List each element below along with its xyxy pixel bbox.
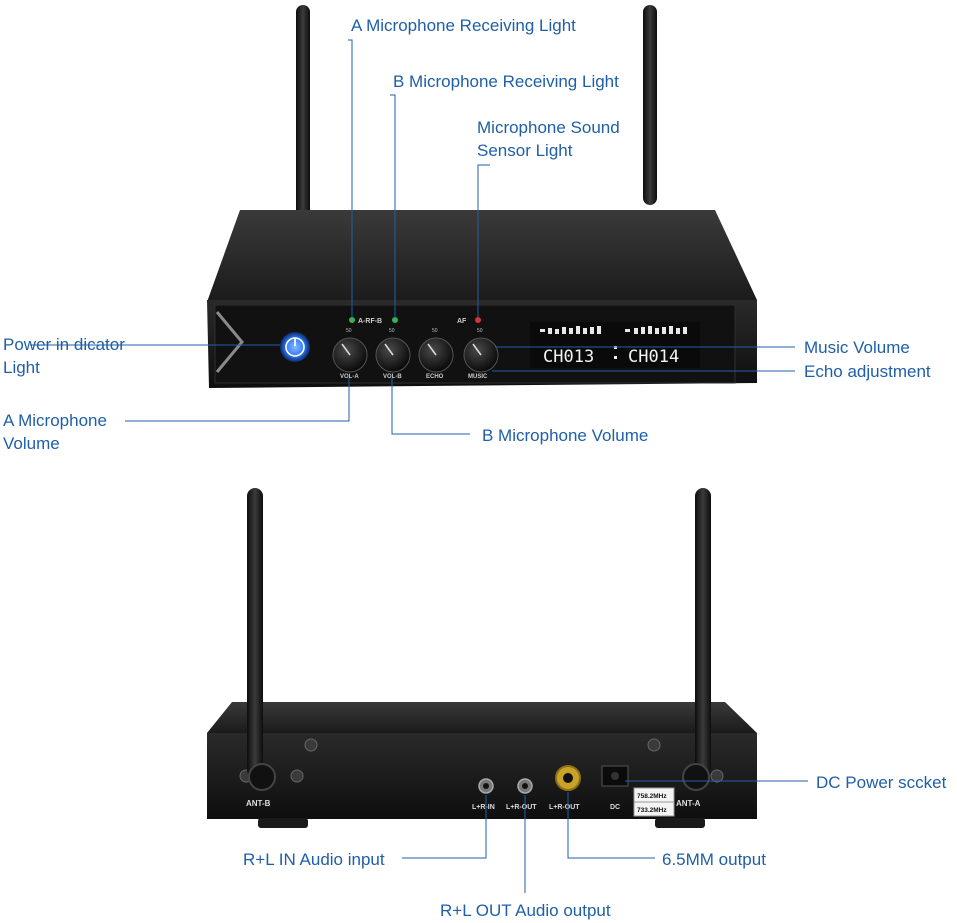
knob-scale: 50 (432, 328, 438, 334)
a-rf-led (349, 317, 355, 323)
jack-lr-in[interactable]: L+R-IN (472, 778, 495, 811)
lcd-channel-a: CH013 (543, 347, 594, 367)
callout-sound-sensor-line2: Sensor Light (477, 141, 573, 160)
knob-vol-b[interactable]: 50 VOL-B (375, 328, 411, 380)
knob-music[interactable]: 50 MUSIC (463, 328, 499, 380)
knob-scale: 50 (346, 328, 352, 334)
screw (647, 738, 661, 752)
brand-chevron (215, 311, 244, 373)
callout-a-receiving-light: A Microphone Receiving Light (351, 16, 576, 35)
callout-power-indicator-line1: Power in dicator (3, 335, 125, 354)
af-led (475, 317, 481, 323)
rear-leader-lines (402, 780, 808, 893)
screw (304, 738, 318, 752)
front-leader-lines (30, 39, 795, 435)
rear-antenna-a (695, 488, 711, 778)
power-button[interactable] (280, 332, 310, 362)
ant-a-label: ANT-A (676, 799, 701, 808)
lr-in-label: L+R-IN (472, 804, 495, 811)
antenna-right (643, 5, 657, 205)
knob-label-vol-b: VOL-B (383, 374, 402, 380)
screw (710, 769, 724, 783)
lr-out-65-label: L+R-OUT (549, 804, 580, 811)
knob-label-echo: ECHO (426, 374, 444, 380)
callout-a-mic-volume-line1: A Microphone (3, 411, 107, 430)
lr-out-label: L+R-OUT (506, 804, 537, 811)
freq-2: 733.2MHz (637, 807, 667, 814)
device-top (207, 210, 757, 302)
callout-b-mic-volume: B Microphone Volume (482, 426, 649, 445)
front-receiver: A-RF-B AF 50 VOL-A 50 VOL-B 50 ECHO 50 M… (207, 5, 757, 388)
callout-dc-power-socket: DC Power sccket (816, 773, 947, 792)
callout-b-receiving-light: B Microphone Receiving Light (393, 72, 619, 91)
callout-65mm-output: 6.5MM output (662, 850, 766, 869)
knob-label-music: MUSIC (468, 374, 488, 380)
callout-a-mic-volume-line2: Volume (3, 434, 60, 453)
knob-vol-a[interactable]: 50 VOL-A (332, 328, 368, 380)
callout-rl-out-output: R+L OUT Audio output (440, 901, 611, 920)
knob-label-vol-a: VOL-A (340, 374, 359, 380)
ant-b-label: ANT-B (246, 799, 271, 808)
callout-power-indicator-line2: Light (3, 358, 40, 377)
freq-1: 758.2MHz (637, 793, 667, 800)
rear-top (207, 702, 757, 733)
jack-65mm[interactable]: L+R-OUT (549, 765, 581, 811)
frequency-sticker: 758.2MHz 733.2MHz (633, 787, 675, 817)
jack-lr-out[interactable]: L+R-OUT (506, 778, 537, 811)
knob-scale: 50 (389, 328, 395, 334)
dc-socket[interactable]: DC (601, 765, 629, 811)
rf-label: A-RF-B (358, 318, 382, 325)
callout-rl-in-input: R+L IN Audio input (243, 850, 385, 869)
callout-echo-adjustment: Echo adjustment (804, 362, 931, 381)
lcd-channel-b: CH014 (628, 347, 679, 367)
callout-sound-sensor-line1: Microphone Sound (477, 118, 620, 137)
antenna-left (296, 5, 310, 217)
knob-echo[interactable]: 50 ECHO (418, 328, 454, 380)
lcd-display: CH013 CH014 (530, 322, 700, 368)
rear-antenna-b (247, 488, 263, 778)
knob-scale: 50 (477, 328, 483, 334)
rear-receiver: ANT-B ANT-A L+R-IN L+R-OUT L+R-OUT DC 75… (207, 488, 757, 828)
screw (290, 769, 304, 783)
dc-label: DC (610, 804, 620, 811)
b-rf-led (392, 317, 398, 323)
callout-music-volume: Music Volume (804, 338, 910, 357)
af-label: AF (457, 318, 467, 325)
